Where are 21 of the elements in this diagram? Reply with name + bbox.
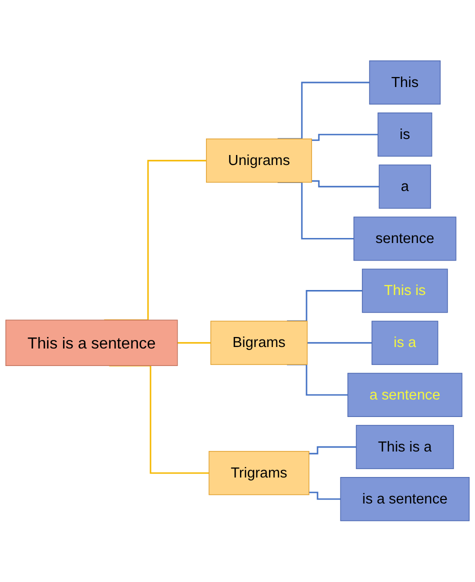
- node-box: sentence: [353, 216, 456, 261]
- node-box: This is a sentence: [5, 320, 178, 366]
- connector: [308, 446, 356, 455]
- connector: [308, 492, 341, 500]
- connector: [312, 180, 380, 188]
- node-box: Trigrams: [208, 451, 310, 496]
- node-box: is: [378, 112, 432, 157]
- node-box: a sentence: [347, 373, 462, 418]
- node-box: This is a: [356, 425, 454, 470]
- node-box: is a: [372, 321, 438, 366]
- node-box: a: [378, 164, 431, 209]
- node-box: This is: [362, 268, 448, 314]
- node-box: Bigrams: [210, 321, 308, 366]
- node-box: This: [369, 60, 441, 105]
- node-box: Unigrams: [206, 138, 312, 183]
- connector: [307, 342, 372, 344]
- node-box: is a sentence: [340, 477, 470, 522]
- connector: [177, 342, 211, 344]
- connector: [286, 290, 362, 322]
- connector: [312, 134, 378, 142]
- connector: [278, 82, 370, 140]
